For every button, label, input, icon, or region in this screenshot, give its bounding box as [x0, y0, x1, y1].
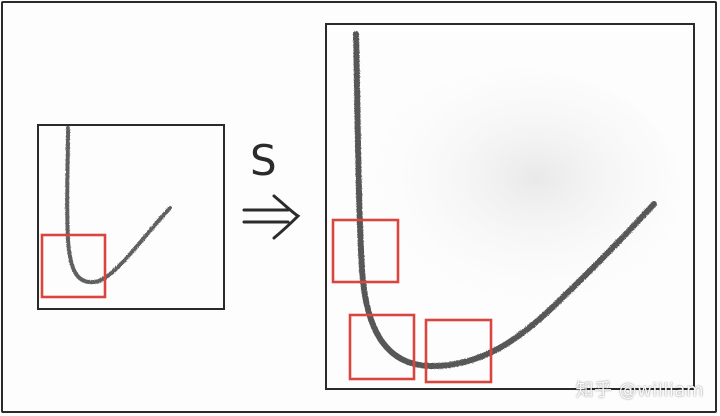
large-highlight-box-corner [348, 313, 416, 381]
scale-symbol-label: S [250, 136, 277, 185]
watermark-text: 知乎 @william [575, 380, 704, 401]
large-highlight-box-bottom [424, 318, 493, 384]
large-panel-frame [325, 23, 695, 390]
small-panel-frame [37, 124, 225, 310]
transform-arrow [242, 194, 301, 240]
large-curve-stroke [353, 31, 657, 370]
small-curve-stroke [65, 126, 172, 285]
large-panel-smudge [360, 70, 680, 310]
large-panel [325, 23, 695, 390]
small-highlight-box [40, 233, 107, 299]
small-panel [37, 124, 225, 310]
large-highlight-box-top [331, 218, 400, 284]
